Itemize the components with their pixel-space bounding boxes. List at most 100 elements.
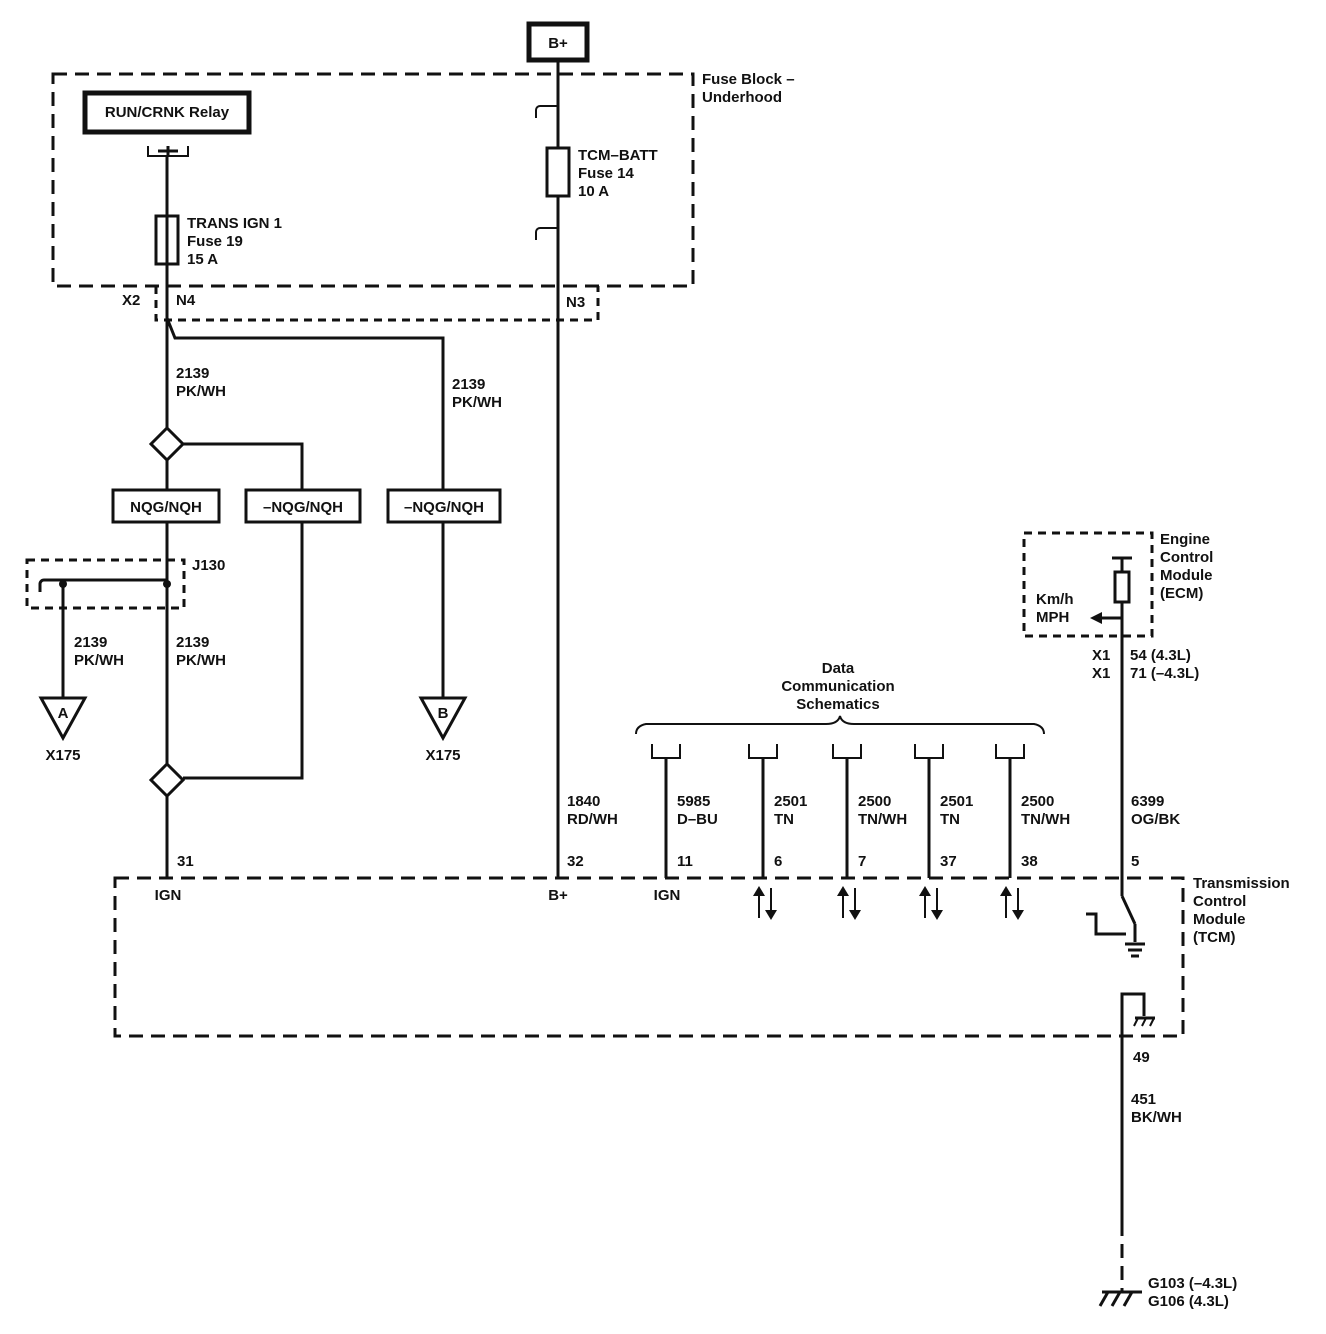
pin-38: 38: [1021, 853, 1038, 870]
option-label-1: NQG/NQH: [130, 499, 202, 516]
terminal-ign-1: IGN: [155, 887, 182, 904]
w2139c-circuit: 2139: [74, 634, 107, 651]
w2500b-color: TN/WH: [1021, 811, 1070, 828]
pin-7: 7: [858, 853, 866, 870]
wire-option-branch-top: [183, 442, 304, 494]
option-box-1: NQG/NQH: [111, 488, 221, 524]
splice-dot-2: [163, 580, 171, 588]
run-crnk-relay: RUN/CRNK Relay: [82, 90, 252, 157]
fuse19-number: Fuse 19: [187, 233, 243, 250]
w2501a-color: TN: [774, 811, 794, 828]
w1840-circuit: 1840: [567, 793, 600, 810]
connector-a: A X175: [38, 696, 88, 764]
ecm-line4: (ECM): [1160, 585, 1203, 602]
ecm-conn2: X1: [1092, 665, 1110, 682]
wire-2139-branch-right: [165, 317, 445, 496]
tcm-internal-ground: [1120, 992, 1155, 1060]
ecm-outline: [1022, 531, 1154, 638]
connector-a-ref: X175: [45, 747, 80, 764]
pin-n4-label: N4: [176, 292, 196, 309]
w451-color: BK/WH: [1131, 1109, 1182, 1126]
data-comm-links: [651, 744, 1025, 878]
connector-b: B X175: [418, 696, 468, 764]
fuse-block-title-2: Underhood: [702, 89, 782, 106]
fuse19-name: TRANS IGN 1: [187, 215, 282, 232]
battery-label: B+: [548, 35, 568, 52]
bidirectional-arrow-icon: [1000, 886, 1024, 920]
w1840-color: RD/WH: [567, 811, 618, 828]
pin-37: 37: [940, 853, 957, 870]
fuse-14: [535, 105, 571, 240]
data-comm-brace: [635, 715, 1045, 735]
bidirectional-arrow-icon: [753, 886, 777, 920]
ecm-pin2: 71 (–4.3L): [1130, 665, 1199, 682]
fuse-block-title-1: Fuse Block –: [702, 71, 795, 88]
pin-5: 5: [1131, 853, 1139, 870]
relay-label: RUN/CRNK Relay: [105, 104, 230, 121]
tcm-outline: [113, 876, 1185, 1038]
tcm-switch: [1086, 878, 1137, 942]
chassis-ground-icon: [1125, 942, 1145, 958]
ecm-conn1: X1: [1092, 647, 1110, 664]
option-diamond-top: [148, 425, 186, 463]
w2501b-color: TN: [940, 811, 960, 828]
ecm-pullup: [1090, 556, 1132, 878]
pin-31: 31: [177, 853, 194, 870]
w5985-color: D–BU: [677, 811, 718, 828]
connector-a-letter: A: [58, 705, 69, 722]
fuse19-rating: 15 A: [187, 251, 218, 268]
ecm-line2: Control: [1160, 549, 1213, 566]
ecm-speed1: Km/h: [1036, 591, 1074, 608]
fuse-block-outline: [51, 72, 695, 288]
option-label-2: –NQG/NQH: [263, 499, 343, 516]
w2139b-color: PK/WH: [452, 394, 502, 411]
splice-label: J130: [192, 557, 225, 574]
w2501b-circuit: 2501: [940, 793, 973, 810]
data-comm-line1: Data: [822, 660, 855, 677]
connector-b-ref: X175: [425, 747, 460, 764]
connector-x2-outline: [154, 286, 600, 322]
tcm-line2: Control: [1193, 893, 1246, 910]
w5985-circuit: 5985: [677, 793, 710, 810]
option-box-3: –NQG/NQH: [386, 488, 502, 524]
option-box-2: –NQG/NQH: [244, 488, 362, 524]
pin-32: 32: [567, 853, 584, 870]
wire-opt2-down: [183, 522, 304, 780]
tcm-line4: (TCM): [1193, 929, 1235, 946]
w6399-color: OG/BK: [1131, 811, 1180, 828]
ground-label-2: G106 (4.3L): [1148, 1293, 1229, 1310]
connector-b-letter: B: [438, 705, 449, 722]
w451-circuit: 451: [1131, 1091, 1156, 1108]
data-comm-line2: Communication: [781, 678, 894, 695]
ecm-speed2: MPH: [1036, 609, 1069, 626]
bidirectional-arrow-icon: [837, 886, 861, 920]
battery-terminal: B+: [526, 21, 590, 63]
fuse14-name: TCM–BATT: [578, 147, 658, 164]
w2139a-circuit: 2139: [176, 365, 209, 382]
w2501a-circuit: 2501: [774, 793, 807, 810]
pin-49: 49: [1133, 1049, 1150, 1066]
ecm-line3: Module: [1160, 567, 1213, 584]
w2500a-color: TN/WH: [858, 811, 907, 828]
fuse14-rating: 10 A: [578, 183, 609, 200]
tcm-line3: Module: [1193, 911, 1246, 928]
ground-label-1: G103 (–4.3L): [1148, 1275, 1237, 1292]
w2139a-color: PK/WH: [176, 383, 226, 400]
w2500b-circuit: 2500: [1021, 793, 1054, 810]
splice-bar: [38, 578, 167, 592]
fuse14-number: Fuse 14: [578, 165, 635, 182]
w2139d-color: PK/WH: [176, 652, 226, 669]
terminal-ign-2: IGN: [654, 887, 681, 904]
pin-n3-label: N3: [566, 294, 585, 311]
w2139b-circuit: 2139: [452, 376, 485, 393]
bidirectional-arrow-icon: [919, 886, 943, 920]
terminal-bplus: B+: [548, 887, 568, 904]
w2139c-color: PK/WH: [74, 652, 124, 669]
tcm-line1: Transmission: [1193, 875, 1290, 892]
w2500a-circuit: 2500: [858, 793, 891, 810]
option-diamond-bottom: [148, 761, 186, 799]
data-comm-line3: Schematics: [796, 696, 879, 713]
w2139d-circuit: 2139: [176, 634, 209, 651]
pin-6: 6: [774, 853, 782, 870]
ground-icon: [1098, 1290, 1142, 1307]
